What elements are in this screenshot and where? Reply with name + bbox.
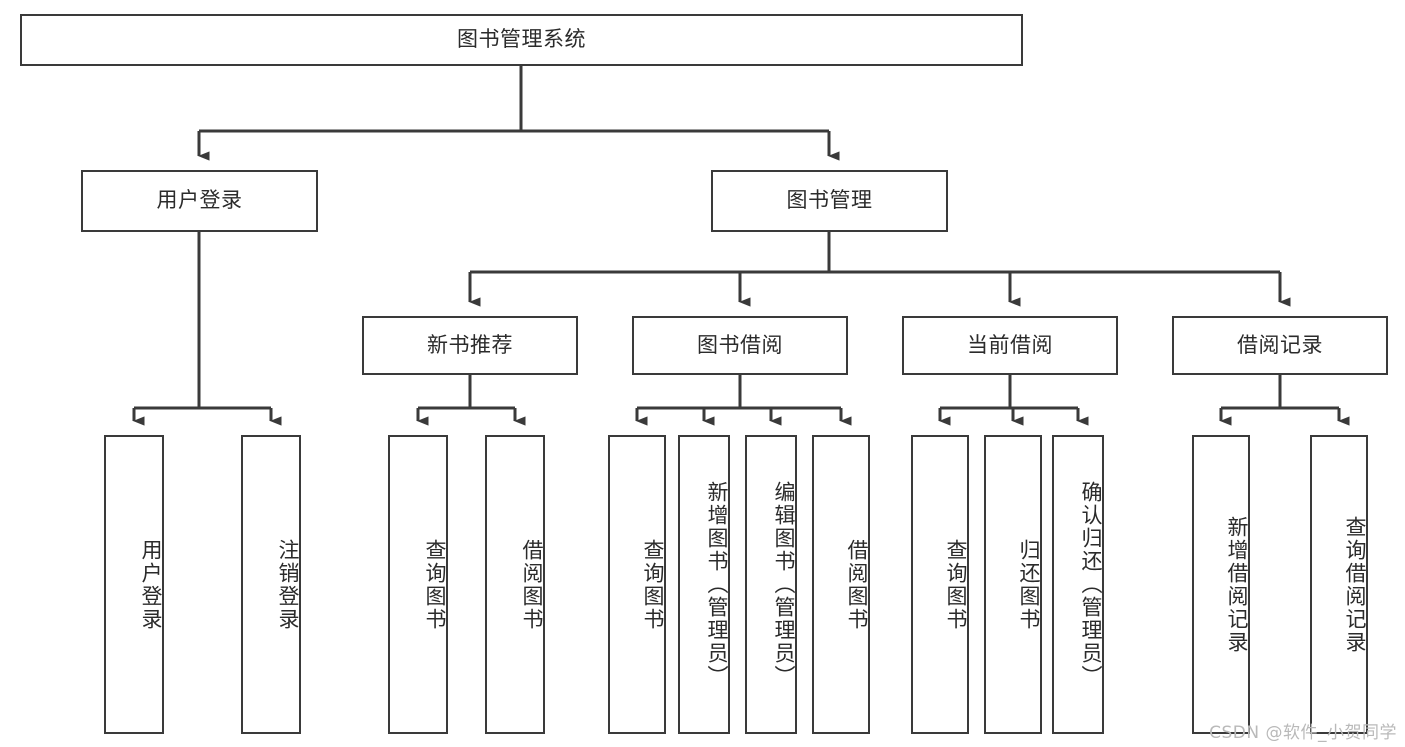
node-leaf-query-book-borrow-label: 查询图书 [641,538,665,631]
node-level3-new-book-recommend-label: 新书推荐 [427,332,513,357]
node-root[interactable]: 图书管理系统 [20,14,1023,66]
node-root-label: 图书管理系统 [457,27,586,52]
node-level3-current-borrow-label: 当前借阅 [967,332,1053,357]
node-leaf-query-book-current[interactable]: 查询图书 [911,435,969,734]
node-leaf-add-book-admin-label: 新增图书（管理员） [705,481,729,688]
node-leaf-query-book-current-label: 查询图书 [944,538,968,631]
node-level2-book-management-label: 图书管理 [786,188,873,213]
node-level3-book-borrow-label: 图书借阅 [697,332,783,357]
node-leaf-user-login[interactable]: 用户登录 [104,435,164,734]
node-level3-current-borrow[interactable]: 当前借阅 [902,316,1118,375]
node-leaf-query-book-borrow[interactable]: 查询图书 [608,435,666,734]
node-leaf-query-borrow-record[interactable]: 查询借阅记录 [1310,435,1368,734]
node-level2-user-login[interactable]: 用户登录 [81,170,318,232]
node-level2-book-management[interactable]: 图书管理 [711,170,948,232]
node-leaf-edit-book-admin[interactable]: 编辑图书（管理员） [745,435,797,734]
node-leaf-borrow-book-recommend[interactable]: 借阅图书 [485,435,545,734]
node-level3-borrow-record[interactable]: 借阅记录 [1172,316,1388,375]
node-leaf-query-book-recommend[interactable]: 查询图书 [388,435,448,734]
node-leaf-query-book-recommend-label: 查询图书 [423,538,447,631]
node-leaf-logout[interactable]: 注销登录 [241,435,301,734]
node-leaf-return-book[interactable]: 归还图书 [984,435,1042,734]
node-leaf-confirm-return-admin[interactable]: 确认归还（管理员） [1052,435,1104,734]
node-leaf-add-borrow-record-label: 新增借阅记录 [1225,515,1249,654]
node-leaf-return-book-label: 归还图书 [1017,538,1041,631]
node-level3-borrow-record-label: 借阅记录 [1237,332,1323,357]
node-leaf-user-login-label: 用户登录 [139,538,163,631]
node-leaf-add-book-admin[interactable]: 新增图书（管理员） [678,435,730,734]
node-leaf-confirm-return-admin-label: 确认归还（管理员） [1079,481,1103,688]
node-level3-book-borrow[interactable]: 图书借阅 [632,316,848,375]
node-leaf-query-borrow-record-label: 查询借阅记录 [1343,515,1367,654]
node-leaf-borrow-book[interactable]: 借阅图书 [812,435,870,734]
node-leaf-add-borrow-record[interactable]: 新增借阅记录 [1192,435,1250,734]
node-level3-new-book-recommend[interactable]: 新书推荐 [362,316,578,375]
node-leaf-borrow-book-label: 借阅图书 [845,538,869,631]
node-leaf-edit-book-admin-label: 编辑图书（管理员） [772,481,796,688]
node-leaf-borrow-book-recommend-label: 借阅图书 [520,538,544,631]
node-level2-user-login-label: 用户登录 [156,188,243,213]
node-leaf-logout-label: 注销登录 [276,538,300,631]
